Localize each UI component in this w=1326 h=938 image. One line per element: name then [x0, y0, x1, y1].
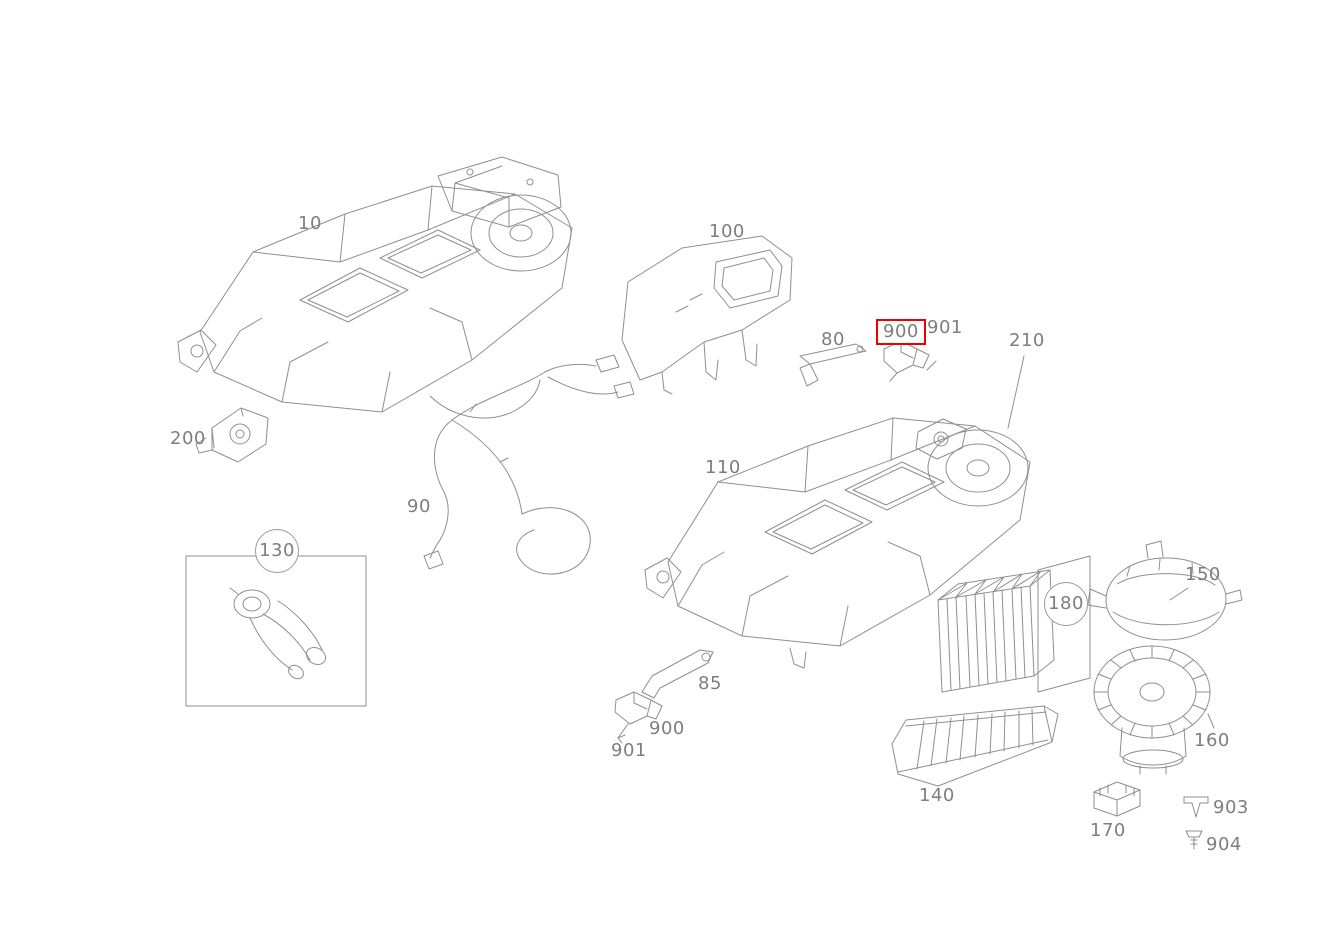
callout-150[interactable]: 150: [1185, 564, 1221, 585]
part-110-hvac-housing-drawing: [644, 417, 1031, 669]
callout-901-top[interactable]: 901: [927, 317, 963, 338]
callout-200[interactable]: 200: [170, 428, 206, 449]
part-100-bracket-drawing: [621, 235, 793, 395]
callout-100[interactable]: 100: [709, 221, 745, 242]
callout-130[interactable]: 130: [255, 529, 299, 573]
part-904-screw-drawing: [1185, 830, 1203, 850]
callout-170[interactable]: 170: [1090, 820, 1126, 841]
part-130-detail-box-drawing: [185, 555, 367, 707]
leader-210: [1007, 355, 1025, 429]
part-140-air-duct-drawing: [891, 705, 1059, 787]
callout-904[interactable]: 904: [1206, 834, 1242, 855]
part-150-blower-housing-drawing: [1087, 540, 1243, 641]
part-80-lever-drawing: [799, 343, 867, 387]
callout-90[interactable]: 90: [407, 496, 431, 517]
callout-210[interactable]: 210: [1009, 330, 1045, 351]
callout-140[interactable]: 140: [919, 785, 955, 806]
part-10-hvac-housing-drawing: [177, 156, 573, 419]
callout-10[interactable]: 10: [298, 213, 322, 234]
part-85-linkage-rod-drawing: [641, 649, 714, 699]
callout-180[interactable]: 180: [1044, 582, 1088, 626]
callout-110[interactable]: 110: [705, 457, 741, 478]
part-200-actuator-drawing: [195, 407, 269, 463]
callout-80[interactable]: 80: [821, 329, 845, 350]
part-90-wiring-harness-drawing: [423, 354, 635, 575]
part-900-sensor-bottom-drawing: [614, 691, 663, 744]
part-160-blower-fan-drawing: [1093, 645, 1215, 775]
callout-901-bottom[interactable]: 901: [611, 740, 647, 761]
callout-903[interactable]: 903: [1213, 797, 1249, 818]
callout-160[interactable]: 160: [1194, 730, 1230, 751]
part-180-cabin-filter-drawing: [937, 555, 1091, 693]
part-900-sensor-top-drawing: [883, 340, 937, 382]
part-170-regulator-drawing: [1093, 781, 1141, 817]
callout-900-bottom[interactable]: 900: [649, 718, 685, 739]
callout-85[interactable]: 85: [698, 673, 722, 694]
part-903-clip-drawing: [1183, 796, 1209, 818]
callout-900-top-highlighted[interactable]: 900: [876, 319, 926, 345]
